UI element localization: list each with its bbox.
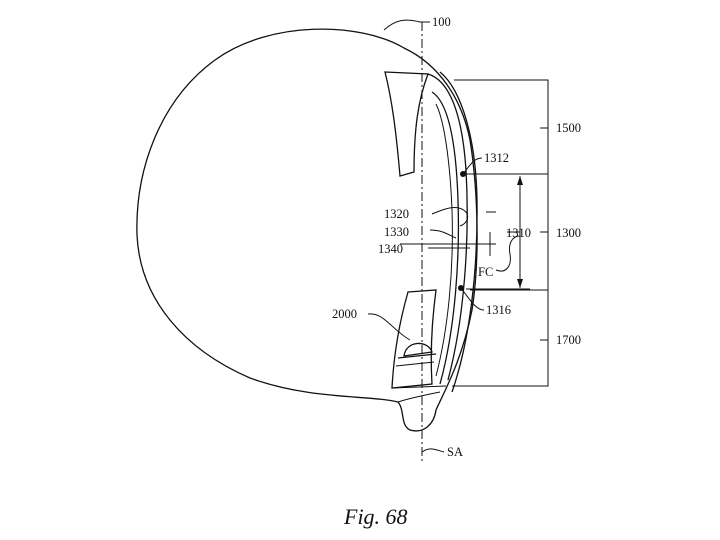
label-1300: 1300 <box>556 226 581 240</box>
label-1700: 1700 <box>556 333 581 347</box>
leader-2000 <box>368 314 410 340</box>
hosel-detail <box>398 392 440 402</box>
weight-base-2 <box>396 362 434 366</box>
weight-member <box>404 343 432 356</box>
leader-fc <box>496 236 520 271</box>
label-1330: 1330 <box>384 225 409 239</box>
leader-1320 <box>432 208 468 226</box>
label-1310: 1310 <box>506 226 531 240</box>
label-1316: 1316 <box>486 303 511 317</box>
lower-insert-pocket <box>392 290 436 388</box>
label-1340: 1340 <box>378 242 403 256</box>
label-sa: SA <box>447 445 463 459</box>
figure-caption: Fig. 68 <box>343 504 408 529</box>
label-1500: 1500 <box>556 121 581 135</box>
label-1320: 1320 <box>384 207 409 221</box>
label-1312: 1312 <box>484 151 509 165</box>
leader-100 <box>384 20 430 30</box>
leader-sa <box>422 449 444 452</box>
inner-face-layer-1 <box>428 74 467 380</box>
label-fc: FC <box>478 265 493 279</box>
club-head-outline <box>137 29 477 431</box>
dim-arrow-top <box>517 176 523 185</box>
label-2000: 2000 <box>332 307 357 321</box>
dim-arrow-bottom <box>517 279 523 288</box>
label-100: 100 <box>432 15 451 29</box>
